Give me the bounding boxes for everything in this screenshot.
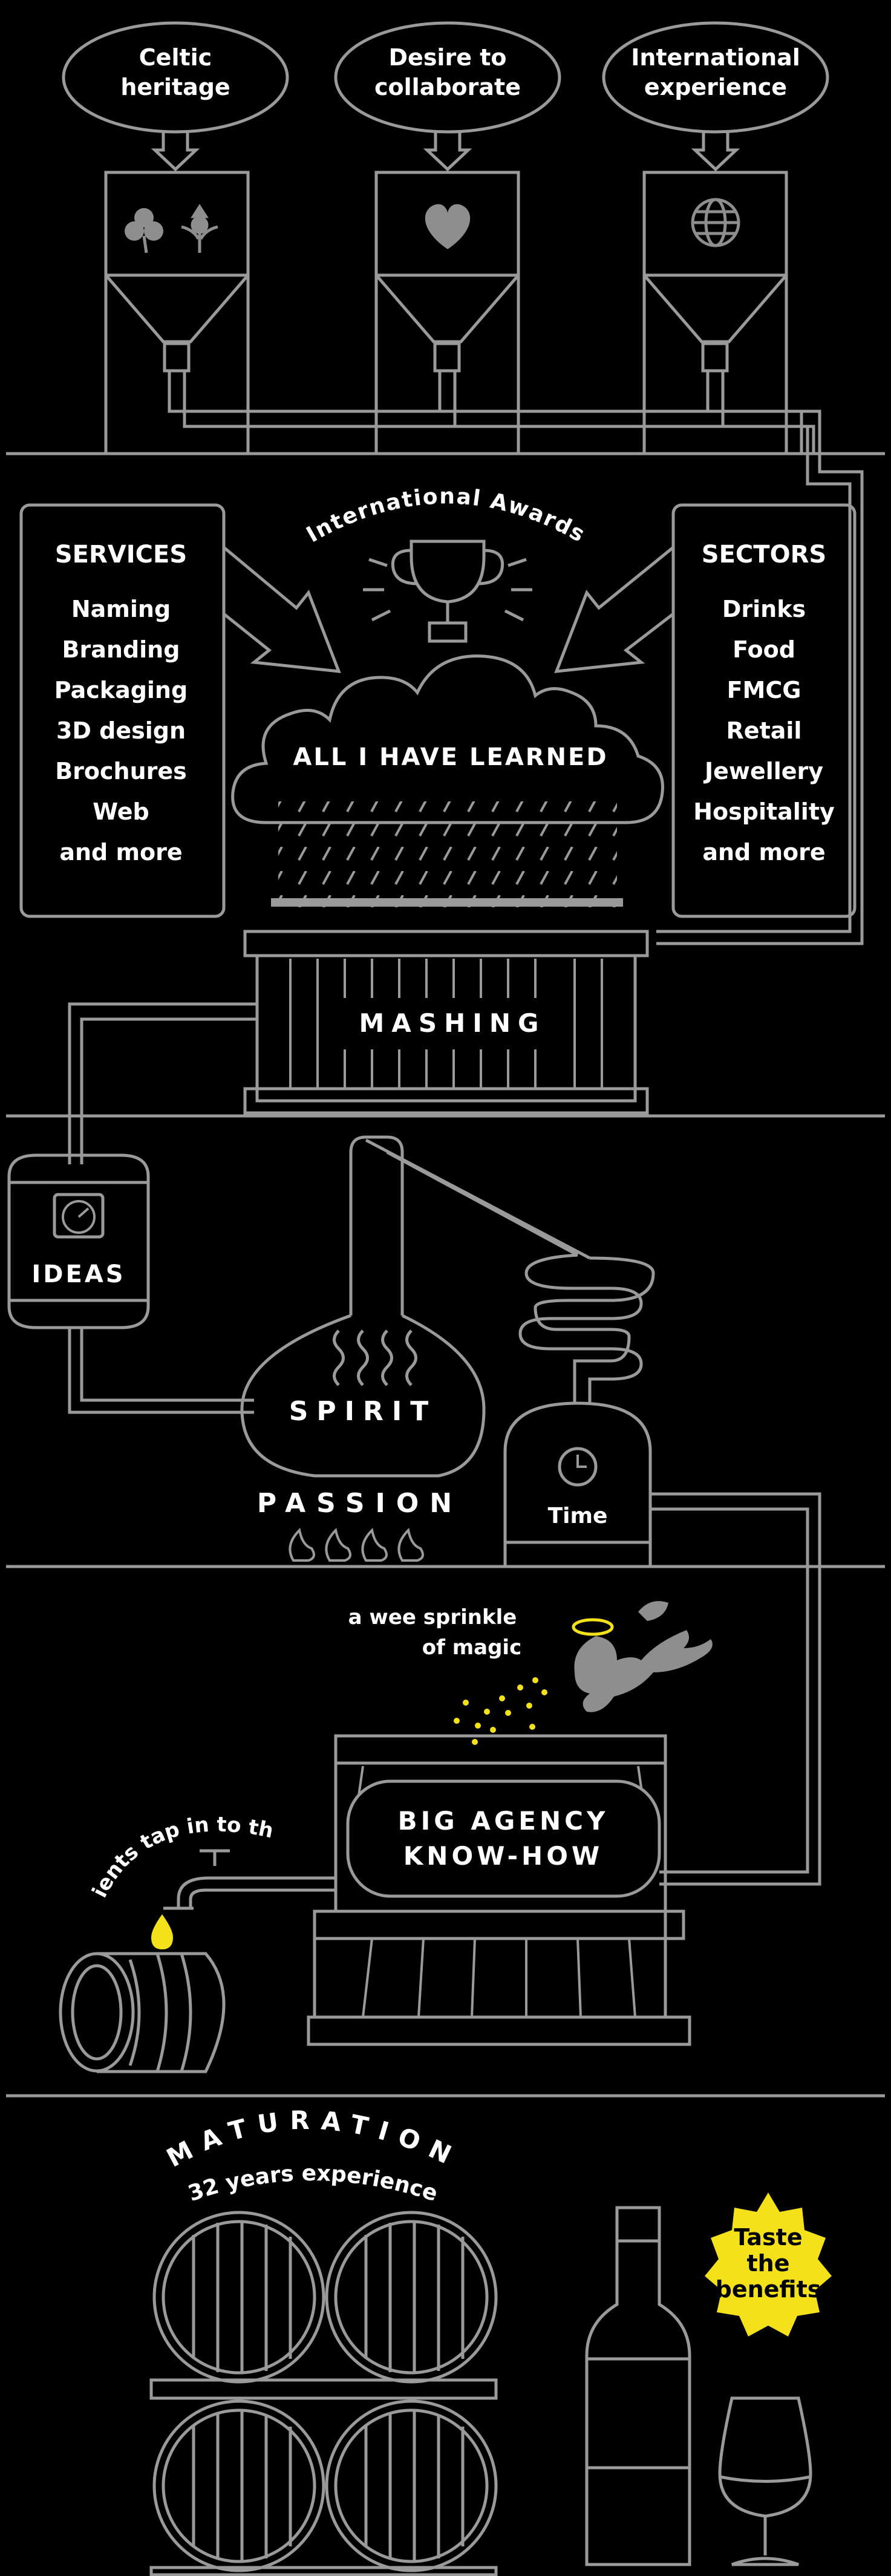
spirit-label: SPIRIT <box>289 1396 437 1427</box>
time-label: Time <box>548 1504 608 1528</box>
stack-barrel <box>152 2399 325 2572</box>
awards-label: International Awards <box>302 484 590 547</box>
bubble-collaborate <box>334 21 561 134</box>
services-title: SERVICES <box>55 541 187 569</box>
gauge-icon <box>62 1200 96 1234</box>
time-tank <box>503 1401 652 1568</box>
ideas-pipes <box>68 1328 254 1414</box>
bubble-international <box>602 21 829 134</box>
small-barrel <box>59 1952 226 2073</box>
drop-icon <box>151 1914 173 1949</box>
pot-still <box>240 1135 655 1478</box>
mashing-tun <box>243 930 649 1115</box>
services-item: Web <box>93 798 149 825</box>
globe-icon <box>691 198 740 247</box>
magic-line1: a wee sprinkle <box>348 1605 517 1629</box>
hoppers <box>104 171 788 454</box>
tap-icon <box>163 1849 336 1910</box>
cloud-shape <box>231 654 664 824</box>
bottle-icon <box>585 2206 691 2566</box>
sectors-item: Food <box>733 636 795 663</box>
input-bubbles <box>62 21 829 134</box>
cloud-label: ALL I HAVE LEARNED <box>293 743 608 771</box>
hopper-celtic <box>104 171 250 454</box>
ideas-tank <box>7 1153 150 1329</box>
stack-barrel <box>152 2211 325 2384</box>
thistle-icon <box>181 204 218 253</box>
magic-sprinkles <box>454 1677 547 1745</box>
services-item: Naming <box>71 596 171 622</box>
arrow-from-sectors <box>554 546 674 673</box>
services-item: Brochures <box>55 758 187 784</box>
trophy-icon <box>363 540 532 643</box>
sectors-item: Retail <box>726 717 802 744</box>
agency-barrel <box>307 1734 691 2046</box>
services-item: Branding <box>62 636 180 663</box>
services-panel: SERVICES Naming Branding Packaging 3D de… <box>19 503 226 918</box>
sectors-item: FMCG <box>727 677 801 703</box>
sectors-panel: SECTORS Drinks Food FMCG Retail Jeweller… <box>671 503 857 918</box>
stack-barrel <box>325 2399 498 2572</box>
hopper-international <box>642 171 788 454</box>
cherub-icon <box>572 1601 713 1712</box>
taste-line1: Taste <box>734 2224 802 2251</box>
arrows-to-cloud <box>223 546 674 673</box>
magic-line2: of magic <box>422 1635 522 1660</box>
passion-label: PASSION <box>257 1488 463 1519</box>
bubble-celtic-line1: Celtic <box>139 44 212 71</box>
mashing-label: MASHING <box>359 1008 546 1038</box>
services-item: and more <box>59 839 182 866</box>
agency-line1: BIG AGENCY <box>398 1806 609 1836</box>
sectors-item: and more <box>702 839 825 866</box>
years-label: 32 years experience <box>185 2161 440 2206</box>
bubble-international-line1: International <box>631 44 800 71</box>
rain-lines <box>278 801 617 907</box>
services-item: 3D design <box>56 717 186 744</box>
taste-line2: the <box>747 2250 790 2277</box>
bubble-celtic-line2: heritage <box>120 74 230 100</box>
mash-pipes <box>6 1002 885 1164</box>
taste-badge <box>705 2193 832 2336</box>
shamrock-icon <box>125 208 163 253</box>
glass-icon <box>718 2396 812 2566</box>
bubble-arrows <box>151 132 740 172</box>
clients-label: clients tap in to this <box>0 0 275 1902</box>
arrow-from-services <box>223 546 341 673</box>
taste-line3: benefits <box>716 2276 821 2303</box>
sectors-item: Hospitality <box>693 798 835 825</box>
heart-icon <box>425 204 471 249</box>
stack-barrel <box>325 2211 498 2384</box>
ideas-label: IDEAS <box>31 1260 125 1288</box>
bubble-collaborate-line2: collaborate <box>374 74 521 100</box>
sectors-item: Jewellery <box>703 758 823 784</box>
agency-line2: KNOW-HOW <box>403 1841 603 1871</box>
bubble-celtic <box>62 21 289 134</box>
bubble-international-line2: experience <box>644 74 787 100</box>
tank-pipes <box>6 371 885 945</box>
time-pipes <box>6 1492 885 1886</box>
sectors-item: Drinks <box>722 596 806 622</box>
flame-icon <box>289 1527 424 1562</box>
barrel-stack <box>149 2211 498 2576</box>
vapour-icon <box>333 1329 417 1386</box>
sectors-title: SECTORS <box>702 541 826 569</box>
bubble-collaborate-line1: Desire to <box>389 44 507 71</box>
hopper-collaborate <box>374 171 520 454</box>
services-item: Packaging <box>54 677 188 703</box>
